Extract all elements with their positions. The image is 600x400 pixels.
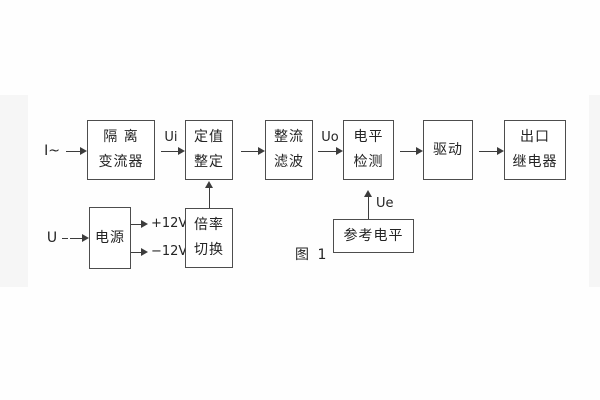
arrow-shaft <box>318 151 337 152</box>
flow-arrow-ui <box>161 147 185 156</box>
arrow-head <box>141 220 148 228</box>
arrow-shaft <box>131 252 142 253</box>
arrow-shaft <box>400 151 417 152</box>
arrow-head <box>178 147 185 155</box>
flow-arrow <box>479 147 504 156</box>
flow-arrow <box>241 147 265 156</box>
arrow-shaft <box>209 187 210 208</box>
block-label-line: 整定 <box>194 154 224 170</box>
block-label-line: 切换 <box>194 242 224 258</box>
arrow-head <box>141 248 148 256</box>
block-label-line: 滤波 <box>274 154 304 170</box>
input-current-label: I~ <box>44 143 60 159</box>
arrow-head <box>364 190 372 197</box>
block-label-line: 定值 <box>194 129 224 145</box>
lead-dash <box>62 238 68 239</box>
arrow-shaft <box>70 238 83 239</box>
arrow-head <box>205 181 213 188</box>
arrow-shaft <box>131 224 142 225</box>
block-power-supply: 电源 <box>89 207 131 269</box>
rail-label-plus-12v: +12V <box>151 216 188 231</box>
block-label-line: 继电器 <box>512 154 558 170</box>
flow-arrow <box>400 147 423 156</box>
block-label-line: 检测 <box>353 154 384 170</box>
arrow-head <box>82 234 89 242</box>
flow-arrow-uo <box>318 147 343 156</box>
arrow-ue <box>364 190 373 219</box>
block-ratio-switch: 倍率 切换 <box>185 208 233 268</box>
block-drive: 驱动 <box>423 120 473 180</box>
arrow-shaft <box>479 151 498 152</box>
block-label-line: 隔 离 <box>103 129 139 145</box>
block-isolation-transformer: 隔 离 变流器 <box>87 120 155 180</box>
block-reference-level: 参考电平 <box>333 219 414 253</box>
arrow-ratio-to-setpoint <box>205 181 214 208</box>
arrow-head <box>258 147 265 155</box>
arrow-head <box>80 147 87 155</box>
arrow-shaft <box>241 151 259 152</box>
block-output-relay: 出口 继电器 <box>504 120 566 180</box>
signal-label-uo: Uo <box>321 130 339 145</box>
block-label-line: 变流器 <box>98 154 144 170</box>
rail-label-minus-12v: −12V <box>151 244 188 259</box>
arrow-head <box>497 147 504 155</box>
block-label-line: 电源 <box>95 229 125 246</box>
block-label-line: 电平 <box>353 129 384 145</box>
flow-arrow-input-current <box>66 147 87 156</box>
arrow-head <box>416 147 423 155</box>
flow-arrow-input-voltage <box>70 234 89 243</box>
signal-label-ue: Ue <box>376 196 394 211</box>
block-rectify-filter: 整流 滤波 <box>265 120 313 180</box>
block-label-line: 整流 <box>274 129 304 145</box>
arrow-shaft <box>368 196 369 219</box>
page-edge-shade-left <box>0 95 28 287</box>
arrow-plus-12v <box>131 220 148 229</box>
arrow-shaft <box>161 151 179 152</box>
arrow-head <box>336 147 343 155</box>
arrow-shaft <box>66 151 81 152</box>
block-label-line: 参考电平 <box>343 227 404 244</box>
block-level-detect: 电平 检测 <box>343 120 394 180</box>
block-label-line: 倍率 <box>194 217 224 233</box>
input-voltage-label: U <box>46 230 58 246</box>
figure-caption: 图 1 <box>295 247 329 263</box>
signal-label-ui: Ui <box>164 130 178 145</box>
block-label-line: 出口 <box>520 129 550 145</box>
page-edge-shade-right <box>589 95 600 287</box>
block-setpoint-adjust: 定值 整定 <box>185 120 233 180</box>
arrow-minus-12v <box>131 248 148 257</box>
block-label-line: 驱动 <box>433 141 463 158</box>
